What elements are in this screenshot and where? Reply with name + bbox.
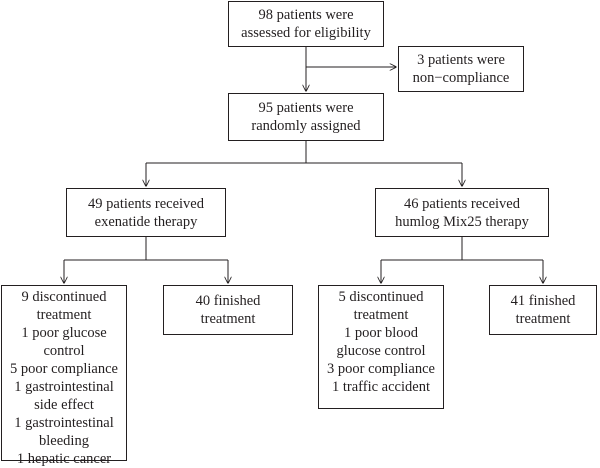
exenatide-arm-line-2: exenatide therapy [94, 213, 198, 230]
humlog-discontinued-line-4: glucose control [336, 343, 426, 359]
excluded-line-1: 3 patients were [417, 52, 505, 68]
humlog-discontinued-line-2: treatment [353, 307, 409, 323]
randomized-box: 95 patients were randomly assigned [228, 93, 384, 141]
assessed-box: 98 patients were assessed for eligibilit… [228, 1, 384, 47]
excluded-box: 3 patients were non−compliance [398, 46, 524, 92]
exenatide-discontinued-line-6: 1 gastrointestinal [14, 379, 114, 395]
excluded-line-2: non−compliance [412, 70, 510, 86]
humlog-discontinued-line-1: 5 discontinued [338, 289, 424, 305]
randomized-line-2: randomly assigned [251, 118, 361, 134]
exenatide-discontinued-line-4: control [43, 343, 85, 359]
exenatide-discontinued-line-7: side effect [34, 397, 94, 413]
exenatide-discontinued-line-9: bleeding [39, 433, 89, 449]
humlog-arm-box: 46 patients received humlog Mix25 therap… [375, 188, 549, 237]
exenatide-discontinued-line-1: 9 discontinued [21, 289, 107, 305]
humlog-finished-line-2: treatment [515, 311, 571, 327]
exenatide-discontinued-box: 9 discontinued treatment 1 poor glucose … [1, 285, 127, 467]
exenatide-finished-line-1: 40 finished [195, 293, 261, 309]
humlog-discontinued-line-3: 1 poor blood [343, 325, 419, 341]
randomized-line-1: 95 patients were [258, 100, 354, 116]
exenatide-discontinued-line-10: 1 hepatic cancer [16, 451, 112, 467]
humlog-arm-line-1: 46 patients received [404, 195, 520, 212]
humlog-arm-line-2: humlog Mix25 therapy [395, 213, 529, 230]
assessed-line-1: 98 patients were [258, 7, 354, 23]
humlog-discontinued-line-6: 1 traffic accident [332, 379, 430, 395]
exenatide-arm-box: 49 patients received exenatide therapy [66, 188, 226, 237]
exenatide-arm-line-1: 49 patients received [88, 195, 204, 212]
exenatide-finished-line-2: treatment [200, 311, 256, 327]
humlog-finished-line-1: 41 finished [510, 293, 576, 309]
assessed-line-2: assessed for eligibility [241, 25, 371, 41]
humlog-discontinued-box: 5 discontinued treatment 1 poor blood gl… [318, 285, 444, 409]
exenatide-discontinued-line-3: 1 poor glucose [21, 325, 107, 341]
exenatide-discontinued-line-2: treatment [36, 307, 92, 323]
exenatide-finished-box: 40 finished treatment [163, 285, 293, 335]
exenatide-discontinued-line-5: 5 poor compliance [10, 361, 118, 377]
humlog-finished-box: 41 finished treatment [489, 285, 597, 335]
humlog-discontinued-line-5: 3 poor compliance [327, 361, 435, 377]
exenatide-discontinued-line-8: 1 gastrointestinal [14, 415, 114, 431]
